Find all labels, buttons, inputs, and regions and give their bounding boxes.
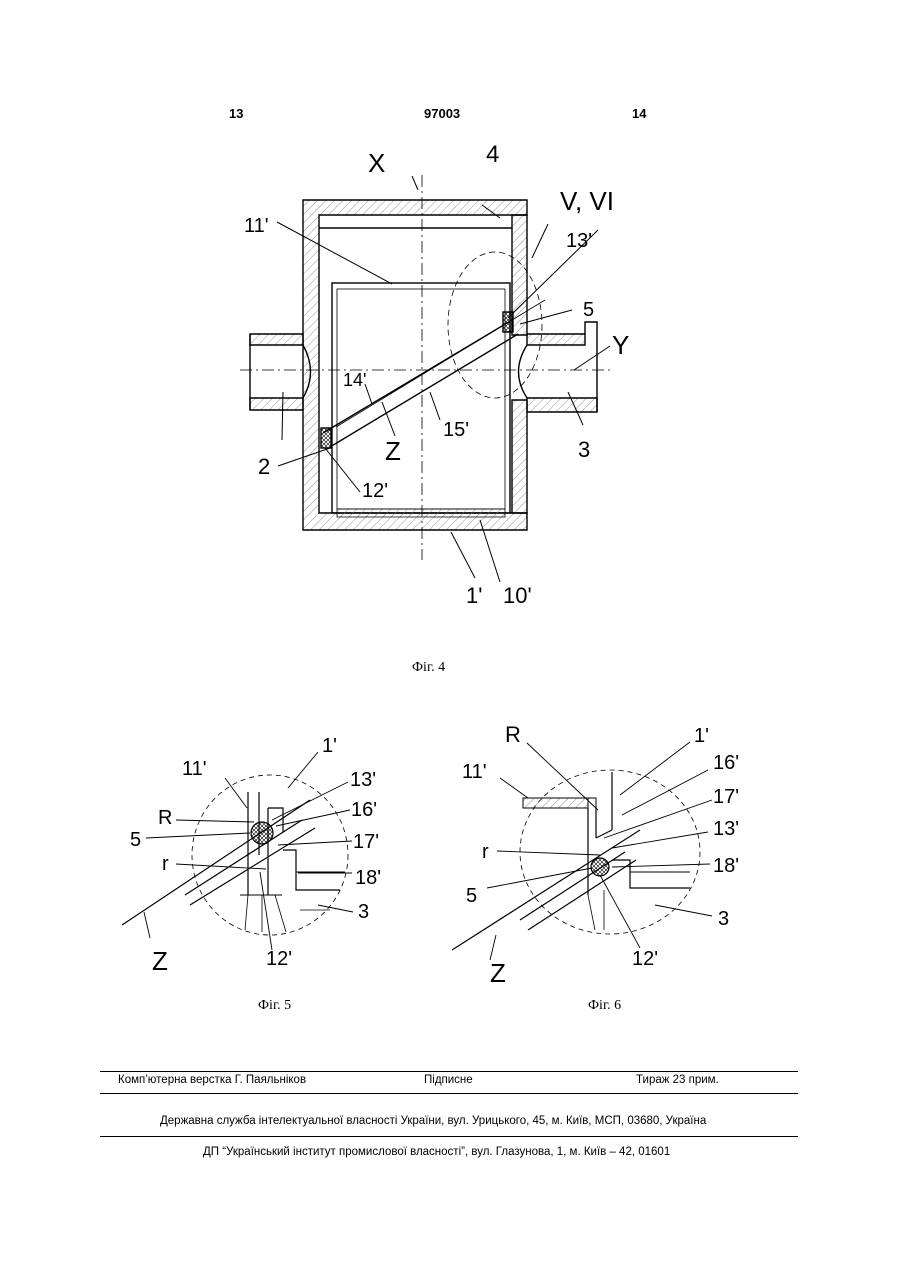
fig4-seal-bottom (321, 428, 331, 448)
footer-rule-bottom (100, 1136, 798, 1137)
fig5-label-5: 5 (130, 829, 141, 851)
fig6-label-13: 13' (713, 818, 739, 840)
fig5-label-17: 17' (353, 831, 379, 853)
fig5-label-r-big: R (158, 807, 172, 829)
fig4-label-5: 5 (583, 299, 594, 321)
fig4-label-3: 3 (578, 437, 590, 462)
fig6-label-r-big: R (505, 722, 521, 747)
fig4-detail-circle (448, 252, 542, 398)
fig4-drawing (240, 175, 612, 582)
fig4-label-4: 4 (486, 141, 499, 168)
fig6-label-16: 16' (713, 752, 739, 774)
fig5-labels: 1' 11' 13' R 16' 5 17' r 18' 3 Z 12' (130, 735, 381, 976)
fig5-label-12: 12' (266, 948, 292, 970)
fig4-label-10: 10' (503, 583, 532, 608)
fig4-label-2: 2 (258, 454, 270, 479)
fig6-label-5: 5 (466, 885, 477, 907)
fig6-label-17: 17' (713, 786, 739, 808)
fig4-label-y: Y (612, 330, 629, 360)
footer-institute: ДП “Український інститут промислової вла… (203, 1146, 670, 1158)
fig6-caption: Фіг. 6 (588, 998, 621, 1014)
fig5-label-11: 11' (182, 758, 207, 780)
fig4-label-11: 11' (244, 215, 269, 237)
fig5-label-r-small: r (162, 853, 169, 875)
fig6-label-r-small: r (482, 841, 489, 863)
fig4-label-z: Z (385, 436, 401, 466)
fig4-label-v-vi: V, VI (560, 186, 614, 216)
footer-rule-top (100, 1071, 798, 1072)
fig4-label-15: 15' (443, 419, 469, 441)
fig4-label-x: X (368, 148, 385, 178)
fig6-label-z: Z (490, 958, 506, 988)
fig4-right-nozzle (527, 334, 585, 345)
fig6-membrane (452, 830, 640, 950)
fig4-label-14: 14' (343, 370, 366, 390)
fig5-label-1: 1' (322, 735, 337, 757)
footer-office: Державна служба інтелектуальної власност… (160, 1115, 706, 1127)
fig5-label-3: 3 (358, 901, 369, 923)
footer-layout: Комп’ютерна верстка Г. Паяльніков (118, 1074, 306, 1086)
footer-rule-middle (100, 1093, 798, 1094)
fig5-label-13: 13' (350, 769, 376, 791)
fig4-label-13: 13' (566, 230, 592, 252)
fig5-detail-circle (192, 775, 348, 935)
fig5-membrane (122, 800, 310, 925)
fig4-caption: Фіг. 4 (412, 660, 445, 676)
fig4-label-1: 1' (466, 583, 482, 608)
fig6-drawing (452, 742, 712, 960)
footer-signed: Підписне (424, 1074, 473, 1086)
fig6-label-1: 1' (694, 725, 709, 747)
fig5-drawing (122, 752, 353, 950)
fig5-label-16: 16' (351, 799, 377, 821)
fig5-caption: Фіг. 5 (258, 998, 291, 1014)
fig5-label-z: Z (152, 946, 168, 976)
fig6-label-12: 12' (632, 948, 658, 970)
fig4-inner-body (332, 283, 510, 513)
fig6-detail-circle (520, 770, 700, 934)
fig4-label-12: 12' (362, 480, 388, 502)
fig6-label-11: 11' (462, 761, 487, 783)
fig6-label-18: 18' (713, 855, 739, 877)
fig6-label-3: 3 (718, 908, 729, 930)
footer-circulation: Тираж 23 прим. (636, 1074, 719, 1086)
fig5-label-18: 18' (355, 867, 381, 889)
fig4-left-nozzle (250, 334, 303, 345)
fig6-seal (591, 858, 609, 876)
